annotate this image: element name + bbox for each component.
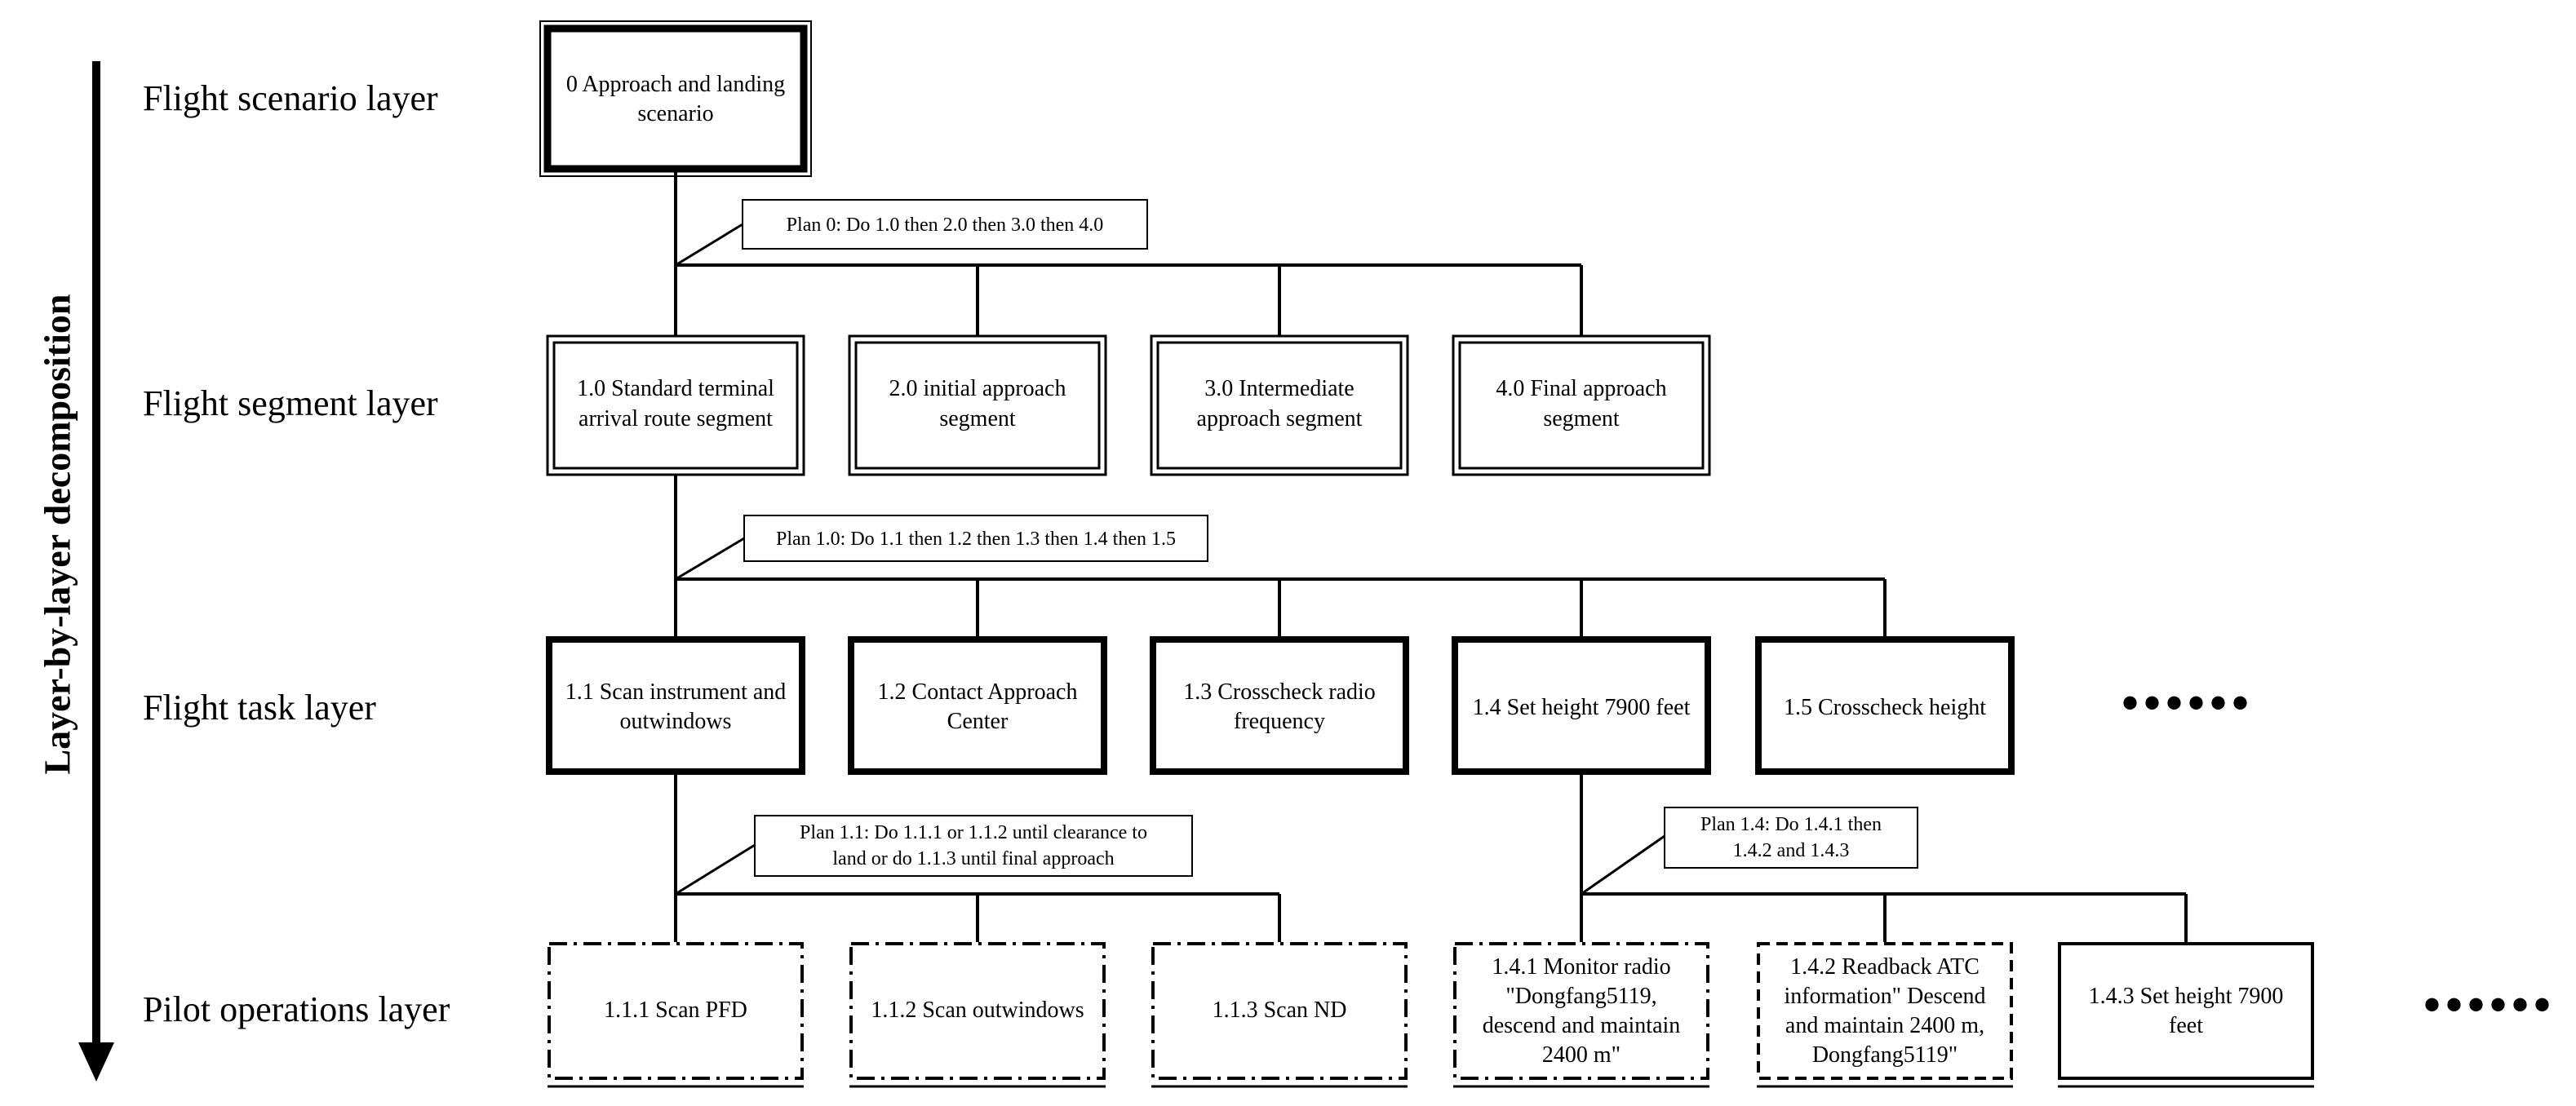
svg-text:arrival route segment: arrival route segment xyxy=(579,406,773,431)
svg-text:3.0 Intermediate: 3.0 Intermediate xyxy=(1204,376,1354,401)
svg-text:2.0 initial approach: 2.0 initial approach xyxy=(889,376,1066,401)
svg-text:1.1.2 Scan outwindows: 1.1.2 Scan outwindows xyxy=(871,998,1084,1023)
operation-box-1-4-1: 1.4.1 Monitor radio "Dongfang5119, desce… xyxy=(1453,942,1709,1088)
plan-1-4-callout: Plan 1.4: Do 1.4.1 then 1.4.2 and 1.4.3 xyxy=(1664,807,1918,869)
svg-text:land or do 1.1.3 until final a: land or do 1.1.3 until final approach xyxy=(832,848,1114,869)
plan-0-callout: Plan 0: Do 1.0 then 2.0 then 3.0 then 4.… xyxy=(742,199,1148,250)
svg-text:descend and maintain: descend and maintain xyxy=(1483,1013,1681,1038)
svg-text:1.5 Crosscheck height: 1.5 Crosscheck height xyxy=(1784,695,1986,720)
svg-text:segment: segment xyxy=(939,406,1016,431)
segment-box-3-0: 3.0 Intermediate approach segment xyxy=(1150,334,1409,476)
svg-text:feet: feet xyxy=(2169,1013,2203,1038)
task-box-1-5: 1.5 Crosscheck height xyxy=(1755,636,2015,775)
svg-text:Dongfang5119": Dongfang5119" xyxy=(1812,1042,1957,1068)
scenario-box: 0 Approach and landing scenario xyxy=(539,20,812,177)
svg-text:2400 m": 2400 m" xyxy=(1542,1042,1621,1068)
svg-text:1.1.1 Scan PFD: 1.1.1 Scan PFD xyxy=(604,998,747,1023)
layer-label-task: Flight task layer xyxy=(143,688,376,728)
svg-text:1.4.1 Monitor radio: 1.4.1 Monitor radio xyxy=(1492,954,1670,980)
svg-text:1.1.3 Scan ND: 1.1.3 Scan ND xyxy=(1213,998,1347,1023)
task-box-1-4: 1.4 Set height 7900 feet xyxy=(1452,636,1711,775)
svg-text:1.4.2 and 1.4.3: 1.4.2 and 1.4.3 xyxy=(1733,840,1850,861)
svg-text:Plan 1.1: Do 1.1.1 or 1.1.2 un: Plan 1.1: Do 1.1.1 or 1.1.2 until cleara… xyxy=(800,822,1147,843)
svg-text:Plan 1.0: Do 1.1 then 1.2 then: Plan 1.0: Do 1.1 then 1.2 then 1.3 then … xyxy=(776,529,1176,550)
svg-text:1.1 Scan instrument and: 1.1 Scan instrument and xyxy=(565,679,787,705)
svg-text:1.3 Crosscheck radio: 1.3 Crosscheck radio xyxy=(1183,679,1376,705)
operation-box-1-1-1: 1.1.1 Scan PFD xyxy=(548,942,804,1088)
svg-text:0 Approach and landing: 0 Approach and landing xyxy=(566,72,785,97)
task-ellipsis: •••••• xyxy=(2122,676,2254,730)
operation-box-1-1-2: 1.1.2 Scan outwindows xyxy=(849,942,1106,1088)
decomposition-axis-label: Layer-by-layer decomposition xyxy=(37,294,78,775)
operations-ellipsis: •••••• xyxy=(2423,978,2556,1032)
segment-box-1-0: 1.0 Standard terminal arrival route segm… xyxy=(546,334,805,476)
task-box-1-2: 1.2 Contact Approach Center xyxy=(848,636,1107,775)
svg-text:segment: segment xyxy=(1543,406,1620,431)
svg-text:and maintain 2400 m,: and maintain 2400 m, xyxy=(1785,1013,1984,1038)
plan-1-1-callout: Plan 1.1: Do 1.1.1 or 1.1.2 until cleara… xyxy=(754,815,1193,877)
segment-box-2-0: 2.0 initial approach segment xyxy=(848,334,1107,476)
svg-text:4.0 Final approach: 4.0 Final approach xyxy=(1496,376,1666,401)
segment-box-4-0: 4.0 Final approach segment xyxy=(1452,334,1711,476)
layer-label-operations: Pilot operations layer xyxy=(143,989,450,1029)
svg-text:Plan 1.4: Do 1.4.1 then: Plan 1.4: Do 1.4.1 then xyxy=(1700,814,1882,835)
task-box-1-3: 1.3 Crosscheck radio frequency xyxy=(1150,636,1409,775)
svg-text:information" Descend: information" Descend xyxy=(1784,984,1985,1009)
layer-label-scenario: Flight scenario layer xyxy=(143,78,438,118)
operation-box-1-1-3: 1.1.3 Scan ND xyxy=(1151,942,1408,1088)
svg-text:1.0 Standard terminal: 1.0 Standard terminal xyxy=(577,376,774,401)
svg-text:scenario: scenario xyxy=(637,101,713,126)
plan-1-0-callout: Plan 1.0: Do 1.1 then 1.2 then 1.3 then … xyxy=(743,515,1208,562)
svg-text:1.4.2 Readback ATC: 1.4.2 Readback ATC xyxy=(1790,954,1980,980)
connectors xyxy=(674,171,2188,942)
task-box-1-1: 1.1 Scan instrument and outwindows xyxy=(546,636,805,775)
svg-text:frequency: frequency xyxy=(1234,709,1325,734)
svg-text:1.4.3 Set height 7900: 1.4.3 Set height 7900 xyxy=(2089,984,2284,1009)
svg-text:Center: Center xyxy=(947,709,1009,734)
layer-label-segment: Flight segment layer xyxy=(143,383,438,423)
decomposition-arrowhead xyxy=(78,1042,114,1082)
svg-text:approach segment: approach segment xyxy=(1197,406,1363,431)
plan-leaders xyxy=(675,223,1665,896)
svg-text:1.2 Contact Approach: 1.2 Contact Approach xyxy=(878,679,1078,705)
svg-text:"Dongfang5119,: "Dongfang5119, xyxy=(1505,984,1656,1009)
svg-text:outwindows: outwindows xyxy=(620,709,732,734)
svg-text:1.4 Set height 7900 feet: 1.4 Set height 7900 feet xyxy=(1473,695,1691,720)
operation-box-1-4-2: 1.4.2 Readback ATC information" Descend … xyxy=(1757,942,2013,1088)
operation-box-1-4-3: 1.4.3 Set height 7900 feet xyxy=(2058,942,2314,1088)
svg-text:Plan 0: Do 1.0 then 2.0 then 3: Plan 0: Do 1.0 then 2.0 then 3.0 then 4.… xyxy=(787,215,1104,236)
